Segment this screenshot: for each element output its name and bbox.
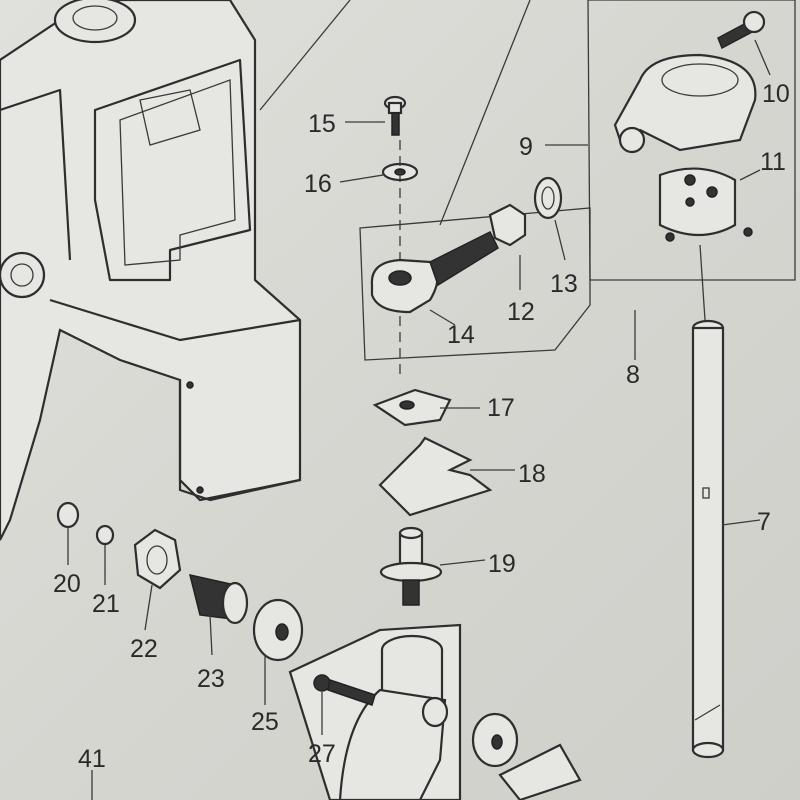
part-21-pin bbox=[95, 524, 115, 546]
machine-housing bbox=[0, 0, 302, 541]
part-19-stud bbox=[379, 526, 443, 606]
part-20-pin bbox=[56, 501, 80, 529]
part-15-screw bbox=[383, 95, 407, 136]
label-part-23: 23 bbox=[197, 665, 225, 693]
label-part-19: 19 bbox=[488, 550, 516, 578]
part-27-screw bbox=[313, 674, 376, 706]
label-part-18: 18 bbox=[518, 460, 546, 488]
label-part-22: 22 bbox=[130, 635, 158, 663]
part-13-bearing bbox=[533, 176, 563, 220]
label-part-16: 16 bbox=[304, 170, 332, 198]
part-9-clamp bbox=[613, 53, 757, 154]
leader-line bbox=[439, 0, 531, 226]
label-part-13: 13 bbox=[550, 270, 578, 298]
subassembly-frame-9 bbox=[587, 0, 796, 281]
label-part-27: 27 bbox=[308, 740, 336, 768]
part-25-washer bbox=[252, 598, 304, 662]
label-part-12: 12 bbox=[507, 298, 535, 326]
label-part-25: 25 bbox=[251, 708, 279, 736]
label-part-11: 11 bbox=[760, 148, 786, 176]
part-18-bracket bbox=[378, 436, 493, 517]
label-part-15: 15 bbox=[308, 110, 336, 138]
part-12-nut bbox=[488, 203, 527, 247]
label-part-20: 20 bbox=[53, 570, 81, 598]
lower-bracket bbox=[288, 623, 582, 800]
label-part-14: 14 bbox=[447, 321, 475, 349]
label-part-9: 9 bbox=[519, 133, 533, 161]
label-part-41: 41 bbox=[78, 745, 106, 773]
part-22-nut bbox=[133, 528, 182, 590]
label-part-10: 10 bbox=[762, 80, 790, 108]
leader-line bbox=[259, 0, 351, 111]
label-part-17: 17 bbox=[487, 394, 515, 422]
part-11-block bbox=[658, 167, 753, 242]
label-part-8: 8 bbox=[626, 361, 640, 389]
part-23-spring bbox=[188, 574, 249, 625]
label-part-7: 7 bbox=[757, 508, 771, 536]
leader-lines bbox=[67, 39, 771, 800]
part-7-rod bbox=[691, 319, 725, 759]
part-14-eye-bolt bbox=[370, 230, 499, 314]
label-part-21: 21 bbox=[92, 590, 120, 618]
